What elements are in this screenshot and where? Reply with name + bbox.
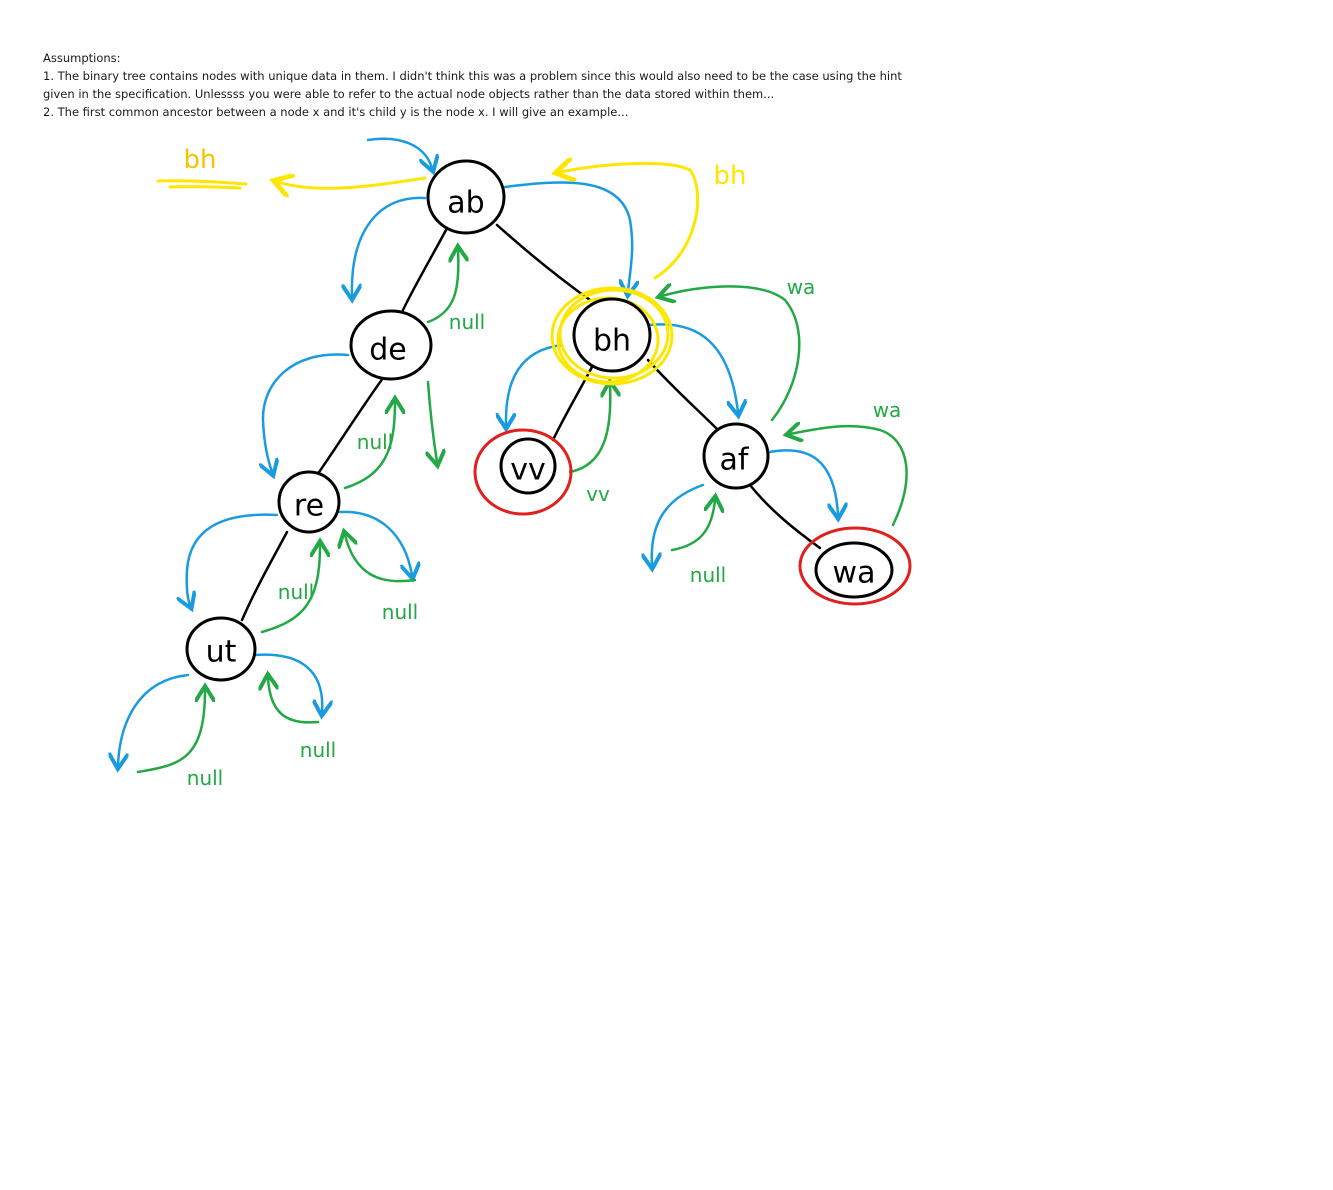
node-ab-label: ab [447, 186, 484, 221]
blue-arrow-top-entry [366, 137, 432, 168]
yellow-underline-2 [168, 185, 242, 190]
vv-return-label: vv [586, 482, 610, 506]
assumption-line-3: 2. The first common ancestor between a n… [43, 105, 629, 119]
node-re-label: re [294, 489, 324, 524]
assumption-line-1: 1. The binary tree contains nodes with u… [43, 69, 902, 83]
node-re: re [277, 470, 341, 534]
target-circles [473, 428, 912, 606]
null-label-re-right: null [382, 600, 418, 624]
blue-arrow-af-right [768, 449, 838, 515]
tree-edges [240, 223, 822, 622]
wa-return-label-bh: wa [787, 275, 816, 299]
edge-ab-bh [495, 223, 592, 302]
annotations: bh bh null null null null null null null… [184, 145, 902, 790]
blue-arrow-ab-right [503, 181, 632, 292]
blue-arrow-af-left [652, 483, 705, 565]
blue-arrow-bh-left [506, 343, 564, 425]
green-arrow-de-right-null [428, 380, 437, 462]
result-label-top-right: bh [714, 161, 747, 191]
node-de: de [349, 309, 433, 381]
assumptions-heading: Assumptions: [43, 51, 121, 65]
null-label-re-up: null [278, 580, 314, 604]
null-label-af: null [690, 563, 726, 587]
green-arrow-re-to-de [343, 402, 395, 490]
tree-nodes: ab de bh re vv af ut wa [185, 159, 894, 682]
green-arrow-vv-to-bh [568, 385, 610, 474]
node-wa-label: wa [833, 556, 876, 591]
yellow-arrow-bh-to-ab [560, 163, 700, 280]
green-arrow-af-to-bh [662, 286, 801, 422]
null-label-de-inner: null [357, 430, 393, 454]
return-arrows [136, 250, 908, 774]
node-af-label: af [720, 443, 750, 478]
result-label-top-left: bh [184, 145, 217, 175]
green-arrow-ut-to-re [260, 545, 320, 634]
blue-arrow-re-left [187, 513, 279, 605]
blue-arrow-de-left [263, 353, 350, 472]
blue-arrow-re-right [338, 510, 412, 575]
node-ut-label: ut [206, 635, 237, 670]
edge-bh-vv [551, 363, 595, 442]
yellow-underline-1 [156, 179, 248, 186]
null-label-de: null [449, 310, 485, 334]
descend-arrows [118, 137, 838, 765]
node-bh-label: bh [593, 324, 631, 359]
green-arrow-ut-left-null [136, 690, 205, 774]
blue-arrow-bh-right [648, 323, 738, 412]
edge-ab-de [400, 228, 448, 314]
target-circle-wa [798, 526, 912, 606]
green-arrow-wa-to-af [790, 426, 908, 527]
green-arrow-de-to-ab [426, 250, 458, 324]
green-arrow-ut-right-null [268, 678, 320, 724]
blue-arrow-ab-left [352, 196, 427, 296]
wa-return-label-af: wa [873, 398, 902, 422]
edge-bh-af [646, 358, 720, 432]
target-circle-vv [473, 428, 573, 516]
node-bh: bh [572, 297, 652, 373]
null-label-ut-right: null [300, 738, 336, 762]
node-vv: vv [499, 437, 557, 495]
node-af: af [702, 422, 770, 490]
yellow-arrow-ab-to-top [278, 178, 427, 188]
blue-arrow-ut-left [118, 673, 190, 765]
edge-af-wa [748, 483, 822, 550]
blue-arrow-ut-right [253, 653, 322, 712]
node-vv-label: vv [510, 453, 546, 488]
node-ab: ab [426, 159, 506, 235]
assumption-line-2: given in the specification. Unlessss you… [43, 87, 775, 101]
node-ut: ut [185, 616, 257, 682]
edge-de-re [313, 376, 385, 480]
node-wa: wa [814, 541, 894, 599]
green-arrow-re-right-null [345, 535, 417, 583]
edge-re-ut [240, 530, 289, 622]
result-arrows [156, 163, 700, 280]
green-arrow-af-left-null [670, 500, 715, 552]
assumptions-text: Assumptions: 1. The binary tree contains… [43, 49, 1003, 121]
node-de-label: de [369, 333, 407, 368]
null-label-ut-left: null [187, 766, 223, 790]
